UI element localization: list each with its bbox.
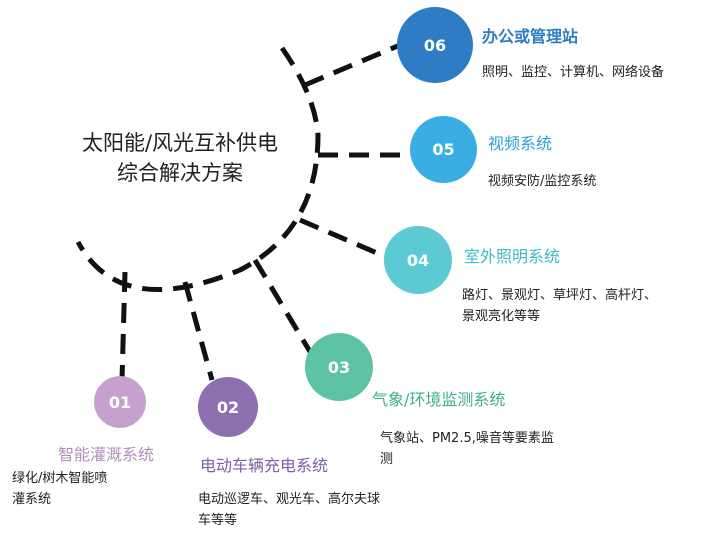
node-04-title: 室外照明系统 <box>464 247 561 266</box>
branch-06 <box>304 42 401 88</box>
node-03-desc: 气象站、PM2.5,噪音等要素监 测 <box>380 428 554 470</box>
main-title: 太阳能/风光互补供电 综合解决方案 <box>60 128 300 188</box>
node-01-desc-line1: 绿化/树木智能喷 <box>12 471 108 486</box>
node-03-circle: 03 <box>305 333 373 401</box>
node-05-desc-line1: 视频安防/监控系统 <box>488 174 597 189</box>
node-01-desc: 绿化/树木智能喷 灌系统 <box>12 468 107 510</box>
node-01-title: 智能灌溉系统 <box>58 445 155 464</box>
node-01-circle: 01 <box>94 376 146 428</box>
node-06-circle: 06 <box>397 7 473 83</box>
node-02-desc: 电动巡逻车、观光车、高尔夫球 车等等 <box>198 489 380 531</box>
node-03-title: 气象/环境监测系统 <box>372 390 506 409</box>
node-04-circle: 04 <box>384 226 452 294</box>
node-02-desc-line2: 车等等 <box>198 513 238 528</box>
main-arc <box>75 46 321 293</box>
branch-04 <box>299 217 385 259</box>
node-03-desc-line2: 测 <box>380 452 394 467</box>
node-06-desc: 照明、监控、计算机、网络设备 <box>482 62 664 83</box>
node-05-desc: 视频安防/监控系统 <box>488 171 596 192</box>
node-04-desc-line1: 路灯、景观灯、草坪灯、高杆灯、 <box>462 288 658 303</box>
node-02-desc-line1: 电动巡逻车、观光车、高尔夫球 <box>198 492 381 507</box>
node-03-desc-line1: 气象站、PM2.5,噪音等要素监 <box>380 431 554 446</box>
node-06-desc-line1: 照明、监控、计算机、网络设备 <box>482 65 665 80</box>
node-04-desc: 路灯、景观灯、草坪灯、高杆灯、 景观亮化等等 <box>462 285 657 327</box>
node-05-circle: 05 <box>410 116 477 183</box>
main-title-line1: 太阳能/风光互补供电 <box>81 131 279 155</box>
branch-02 <box>182 281 215 381</box>
node-01-desc-line2: 灌系统 <box>12 492 52 507</box>
branch-01 <box>119 271 128 381</box>
node-02-title: 电动车辆充电系统 <box>200 456 329 475</box>
node-02-circle: 02 <box>198 377 258 437</box>
main-title-line2: 综合解决方案 <box>117 161 243 185</box>
node-04-desc-line2: 景观亮化等等 <box>462 309 541 324</box>
node-06-title: 办公或管理站 <box>482 27 579 46</box>
branch-03 <box>252 258 315 357</box>
node-05-title: 视频系统 <box>488 134 553 153</box>
